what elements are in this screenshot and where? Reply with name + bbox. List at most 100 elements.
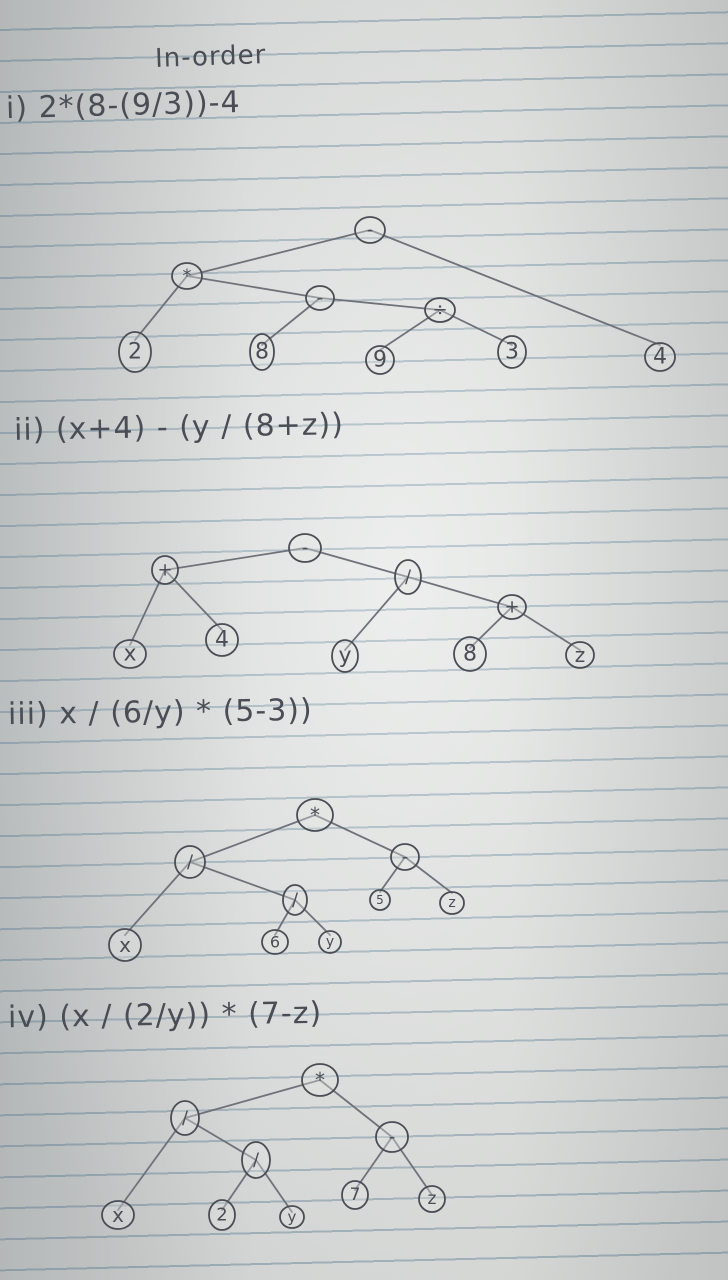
tree-edge	[164, 547, 306, 571]
tree-node-label: x	[112, 1203, 124, 1227]
tree-node-label: -	[317, 288, 324, 309]
tree-edge	[404, 856, 453, 894]
tree-node-label: -	[302, 538, 309, 559]
tree-edge	[255, 1159, 293, 1213]
tree-edge	[314, 814, 406, 858]
tree-edge	[319, 297, 441, 311]
tree-1: - * - ÷ 2 8 9 3 4	[118, 216, 676, 375]
tree-node	[101, 1200, 135, 1230]
tree-3: * / / - x 6 y 5 z	[108, 798, 465, 962]
tree-edge	[407, 576, 513, 608]
tree-node	[288, 533, 322, 563]
tree-node	[390, 843, 420, 871]
tree-node	[365, 345, 395, 375]
tree-edge	[379, 856, 406, 893]
tree-node	[296, 798, 334, 832]
tree-node	[108, 928, 142, 962]
tree-node	[453, 636, 487, 672]
tree-node-label: z	[428, 1189, 437, 1209]
tree-node-label: y	[288, 1208, 297, 1226]
tree-node-label: 4	[215, 628, 229, 653]
tree-node	[151, 555, 179, 585]
tree-edge	[186, 229, 371, 277]
tree-node-label: y	[338, 644, 351, 669]
tree-node	[318, 930, 342, 954]
tree-node	[205, 623, 239, 657]
tree-node	[644, 342, 676, 372]
tree-node-label: y	[326, 934, 334, 950]
tree-node-label: 8	[463, 642, 477, 667]
tree-node-label: /	[182, 1108, 189, 1129]
tree-node	[249, 333, 275, 371]
tree-node	[261, 929, 289, 955]
tree-4: * / / - x 2 y 7 z	[101, 1063, 446, 1231]
tree-node-label: 9	[373, 348, 387, 373]
tree-node-label: 2	[216, 1205, 227, 1226]
tree-node-label: z	[448, 895, 455, 911]
tree-node	[341, 1180, 369, 1210]
tree-node-label: 8	[255, 340, 269, 365]
tree-node-label: z	[575, 643, 586, 667]
tree-node-label: /	[253, 1150, 260, 1171]
tree-node-label: 4	[653, 345, 667, 370]
tree-edge	[189, 814, 316, 863]
tree-node-label: +	[504, 597, 519, 618]
tree-node-label: *	[183, 266, 192, 287]
tree-edge	[186, 275, 321, 299]
tree-node	[497, 335, 527, 369]
tree-node	[369, 889, 391, 911]
tree-node-label: +	[157, 560, 172, 581]
tree-edge	[274, 899, 296, 936]
tree-node-label: 2	[128, 340, 142, 365]
tree-node	[171, 262, 203, 290]
tree-node-label: ÷	[432, 300, 447, 321]
tree-edge	[117, 1117, 186, 1211]
tree-node-label: *	[310, 803, 320, 827]
tree-node	[497, 594, 527, 620]
tree-node	[331, 639, 359, 673]
tree-edge	[294, 899, 331, 936]
tree-node	[424, 297, 456, 323]
tree-edge	[189, 861, 296, 901]
tree-node-label: -	[402, 847, 409, 868]
tree-node-label: /	[292, 890, 299, 911]
tree-edge	[184, 1117, 257, 1161]
tree-node-label: 5	[376, 893, 384, 907]
tree-edge	[369, 229, 661, 346]
tree-edge	[379, 309, 441, 351]
tree-node	[565, 641, 595, 669]
tree-node	[305, 285, 335, 311]
tree-node	[418, 1185, 446, 1213]
tree-node	[241, 1141, 271, 1179]
tree-node-label: -	[389, 1127, 396, 1148]
tree-node	[118, 331, 152, 373]
tree-edge	[354, 1136, 393, 1191]
tree-node	[170, 1100, 200, 1136]
tree-node-label: -	[367, 220, 374, 241]
tree-node-label: 3	[505, 340, 519, 365]
tree-node-label: x	[119, 933, 131, 957]
tree-node	[375, 1121, 409, 1153]
tree-node-label: *	[315, 1068, 325, 1092]
tree-node-label: 6	[270, 933, 280, 952]
tree-edge	[184, 1079, 321, 1119]
tree-edge	[391, 1136, 433, 1196]
tree-node-label: x	[123, 642, 136, 667]
tree-node-label: /	[187, 852, 194, 873]
tree-node	[439, 891, 465, 915]
tree-node	[354, 216, 386, 244]
tree-node-label: 7	[350, 1185, 361, 1205]
tree-node	[282, 884, 308, 916]
tree-node	[208, 1199, 236, 1231]
tree-edge	[344, 576, 409, 651]
tree-edge	[439, 309, 513, 346]
tree-edge	[469, 606, 513, 649]
tree-node	[174, 845, 206, 879]
tree-node	[279, 1205, 305, 1229]
tree-2: - + / + x 4 y 8 z	[113, 533, 595, 673]
tree-edge	[304, 547, 409, 578]
tree-node	[301, 1063, 339, 1097]
tree-node	[394, 559, 422, 595]
